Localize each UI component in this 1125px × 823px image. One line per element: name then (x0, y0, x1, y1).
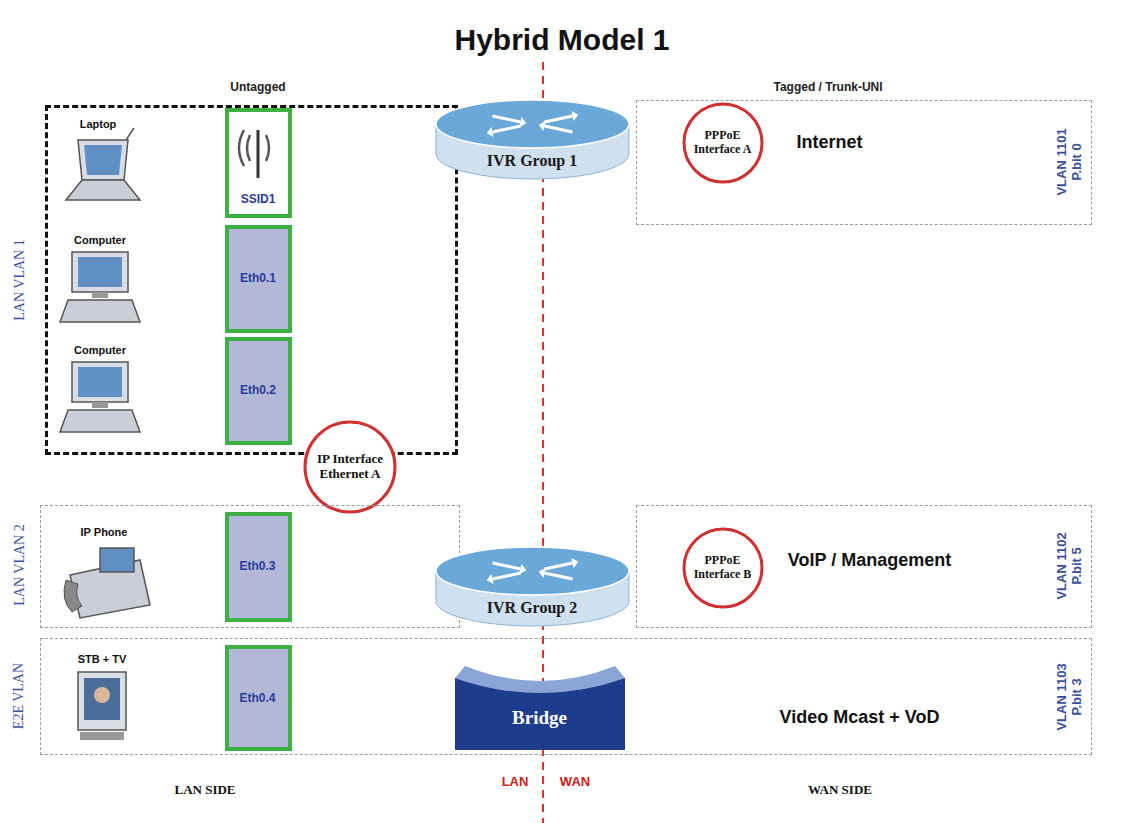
node-text: PPPoE Interface A (690, 129, 756, 157)
side-label: WAN (560, 775, 590, 790)
pppoe-circle: PPPoE Interface A (682, 102, 764, 184)
laptop-icon (66, 128, 140, 200)
pppoe-circle: PPPoE Interface B (682, 527, 764, 609)
ethernet-port: Eth0.1 (225, 225, 292, 333)
vlan-group: LAN VLAN 2Eth0.3 (40, 505, 460, 628)
vlan-group: LAN VLAN 1SSID1Eth0.1Eth0.2 (45, 105, 458, 455)
device-label: Computer (74, 234, 126, 247)
diagram-title: Hybrid Model 1 (454, 23, 669, 58)
node-text: PPPoE Interface B (690, 554, 756, 582)
ip-phone-icon (64, 548, 150, 618)
side-label: LAN (502, 775, 529, 790)
vertical-label: VLAN 1103 P.bit 3 (1055, 652, 1085, 742)
bridge-block: Bridge (455, 658, 625, 750)
device-label: IP Phone (81, 526, 128, 539)
router-symbol: IVR Group 1 (435, 98, 630, 180)
computer-icon (60, 252, 140, 322)
ethernet-port: Eth0.3 (225, 512, 292, 622)
wifi-antenna-icon (228, 111, 289, 215)
column-heading: Tagged / Trunk-UNI (773, 81, 882, 95)
ssid-port: SSID1 (225, 108, 292, 218)
node-text: Eth0.4 (239, 692, 275, 706)
ethernet-port: Eth0.4 (225, 645, 292, 751)
vertical-label: VLAN 1101 P.bit 0 (1055, 117, 1085, 207)
node-text: IVR Group 1 (487, 152, 577, 170)
router-symbol: IVR Group 2 (435, 545, 630, 627)
node-text: Bridge (512, 707, 567, 729)
tv-icon (78, 672, 126, 740)
side-label: WAN SIDE (808, 783, 872, 798)
wan-service-box: VoIP / Management VLAN 1102 P.bit 5 PPPoE … (636, 505, 1092, 628)
interface-circle: IP Interface Ethernet A (303, 420, 397, 514)
node-text: Eth0.2 (240, 384, 276, 398)
node-text: Video Mcast + VoD (780, 707, 940, 728)
vertical-label: LAN VLAN 1 (12, 239, 28, 320)
column-heading: Untagged (230, 81, 285, 95)
computer-icon (60, 362, 140, 432)
device-label: Computer (74, 344, 126, 357)
node-text: IVR Group 2 (487, 599, 577, 617)
wan-service-box: Internet VLAN 1101 P.bit 0 PPPoE Interface… (636, 100, 1092, 225)
vlan-band: E2E VLANVideo Mcast + VoDVLAN 1103 P.bit… (40, 638, 1092, 755)
ethernet-port: Eth0.2 (225, 337, 292, 445)
vertical-label: VLAN 1102 P.bit 5 (1055, 521, 1085, 611)
node-text: Internet (796, 132, 862, 153)
device-label: Laptop (80, 118, 117, 131)
node-text: Eth0.3 (239, 560, 275, 574)
node-text: SSID1 (241, 193, 276, 207)
node-text: Eth0.1 (240, 272, 276, 286)
node-text: VoIP / Management (788, 550, 951, 571)
side-label: LAN SIDE (174, 783, 235, 798)
device-label: STB + TV (78, 653, 127, 666)
vertical-label: E2E VLAN (11, 663, 27, 729)
vertical-label: LAN VLAN 2 (11, 525, 27, 606)
node-text: IP Interface Ethernet A (311, 452, 389, 482)
bridge-outline (455, 658, 625, 750)
